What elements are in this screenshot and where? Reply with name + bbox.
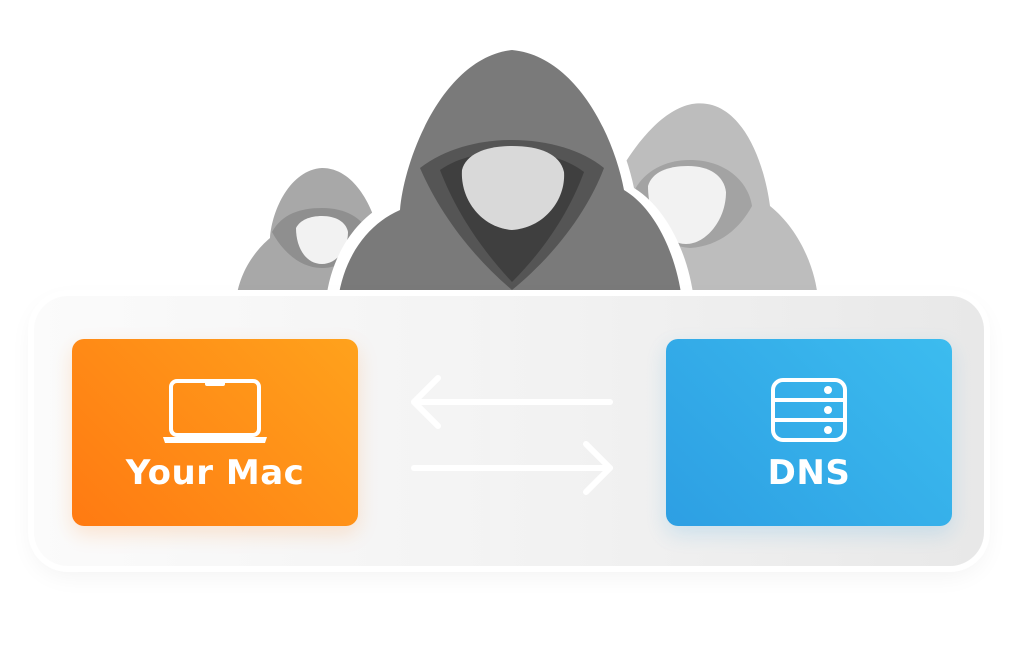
hooded-hacker-icon [338,50,682,300]
your-mac-label: Your Mac [125,453,305,493]
arrow-left-icon [411,375,613,429]
server-icon [771,378,847,442]
laptop-icon [163,379,267,443]
your-mac-node: Your Mac [72,339,358,526]
exchange-arrows [411,375,613,495]
arrow-right-icon [411,441,613,495]
dns-node: DNS [666,339,952,526]
dns-label: DNS [767,453,851,493]
hackers-illustration [236,40,818,300]
